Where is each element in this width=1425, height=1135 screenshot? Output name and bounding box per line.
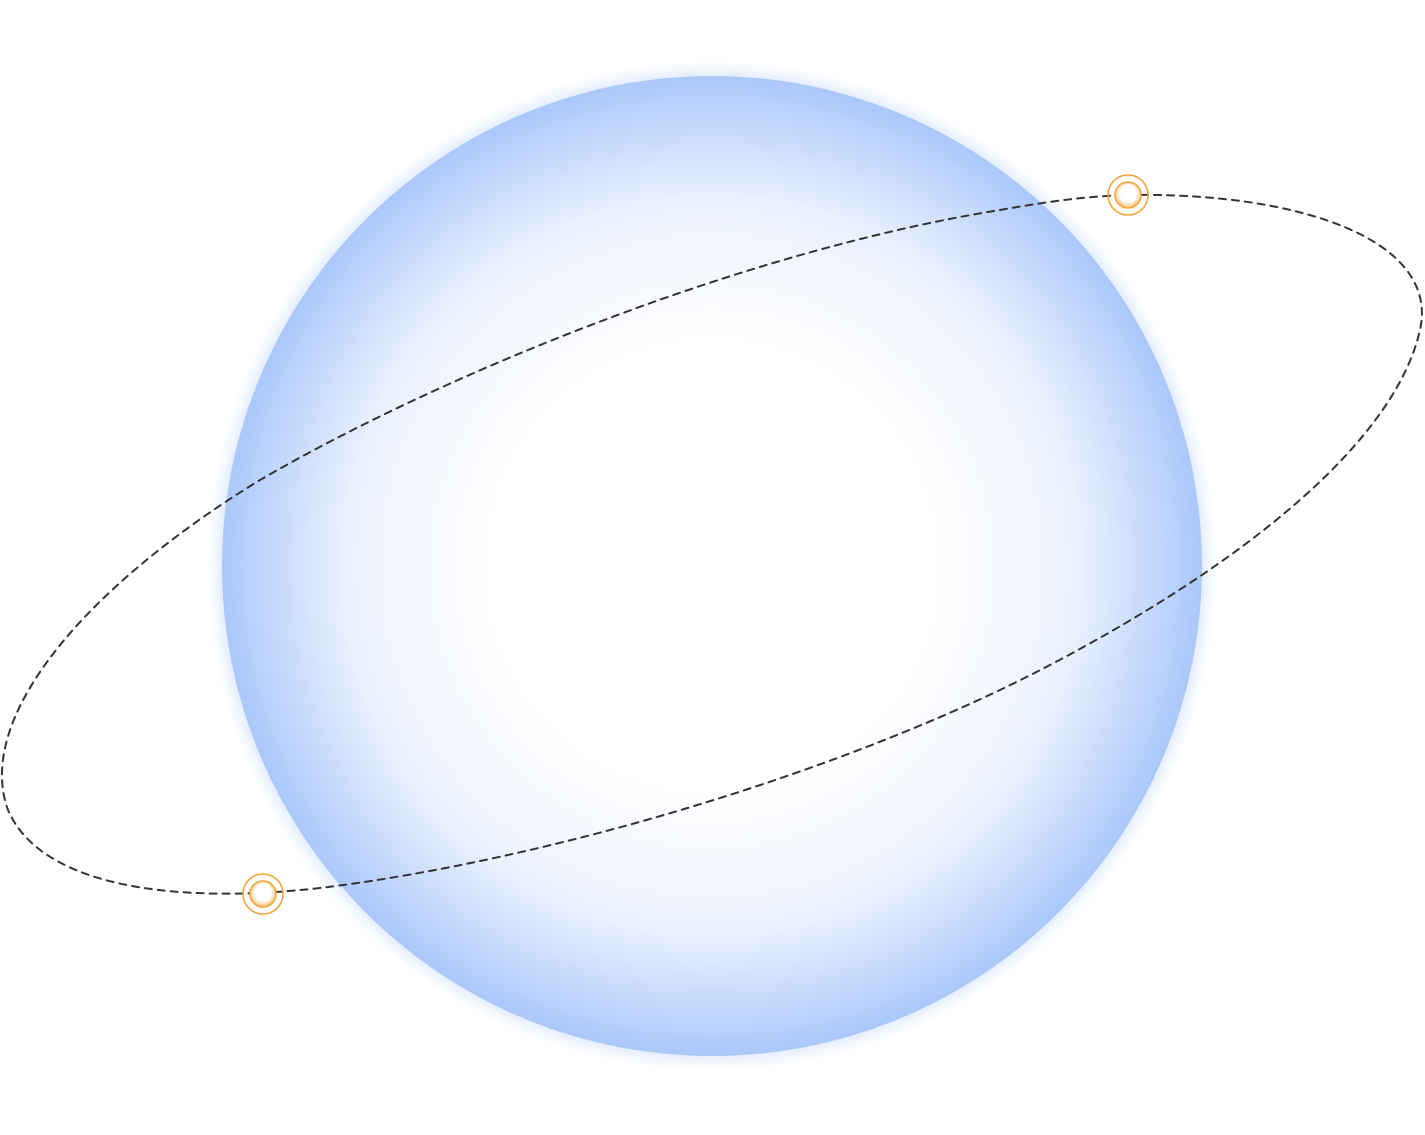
orbit-node-top-right[interactable] bbox=[1107, 174, 1149, 216]
sphere bbox=[222, 76, 1202, 1056]
orbit-node-core bbox=[1114, 181, 1142, 209]
orbit-node-icon bbox=[1107, 174, 1149, 216]
orbit-node-bottom-left[interactable] bbox=[242, 873, 284, 915]
orbit-path bbox=[1, 193, 1423, 895]
orbit-node-icon bbox=[242, 873, 284, 915]
orbit-node-core bbox=[249, 880, 277, 908]
